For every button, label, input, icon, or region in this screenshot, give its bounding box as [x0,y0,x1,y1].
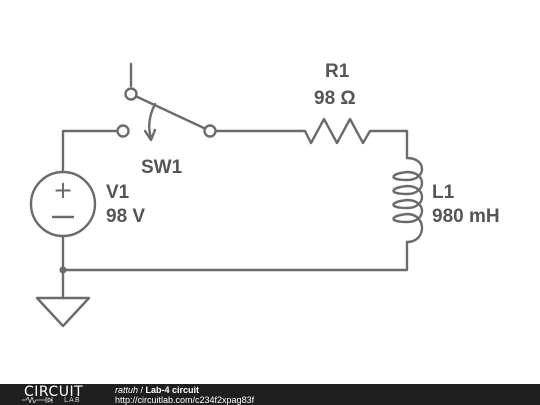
footer-bar: CIRCUIT LAB rattuh / Lab-4 circuit http:… [0,384,540,405]
circuit-schematic: + SW1 R1 98 Ω L1 980 mH V1 98 V [29,61,500,328]
plus-sign-icon: + [53,176,73,204]
inductor-value-label: 980 mH [432,206,500,227]
switch-terminal-top [124,87,138,101]
resistor-value-label: 98 Ω [314,88,356,109]
voltage-source-symbol [29,170,97,238]
circuit-title[interactable]: Lab-4 circuit [145,385,200,395]
wire-source-top [61,129,122,174]
switch-blade [129,92,208,131]
switch-terminal-left [116,124,130,138]
switch-action-arrow-icon [148,102,157,140]
source-name-label: V1 [106,182,130,203]
wire-resistor-to-inductor [374,129,409,160]
logo-wave-icon [22,397,53,403]
switch-name-label: SW1 [141,157,183,178]
footer-caption: rattuh / Lab-4 circuit [115,385,199,395]
wire-inductor-bottom [61,240,409,272]
resistor-name-label: R1 [325,61,350,82]
author-link[interactable]: rattuh [115,385,139,395]
ground-symbol [35,296,91,328]
circuitlab-logo: CIRCUIT [24,384,84,400]
inductor-symbol [392,156,424,244]
resistor-symbol [298,117,378,145]
switch-arrow-head-icon [143,128,157,142]
separator-text: / [138,385,146,395]
circuit-url-link[interactable]: http://circuitlab.com/c234f2xpag83f [115,395,255,405]
switch-terminal-right [203,124,217,138]
inductor-name-label: L1 [432,182,455,203]
junction-node [59,266,67,274]
source-value-label: 98 V [106,206,145,227]
circuitlab-logo-sub: LAB [64,396,81,404]
